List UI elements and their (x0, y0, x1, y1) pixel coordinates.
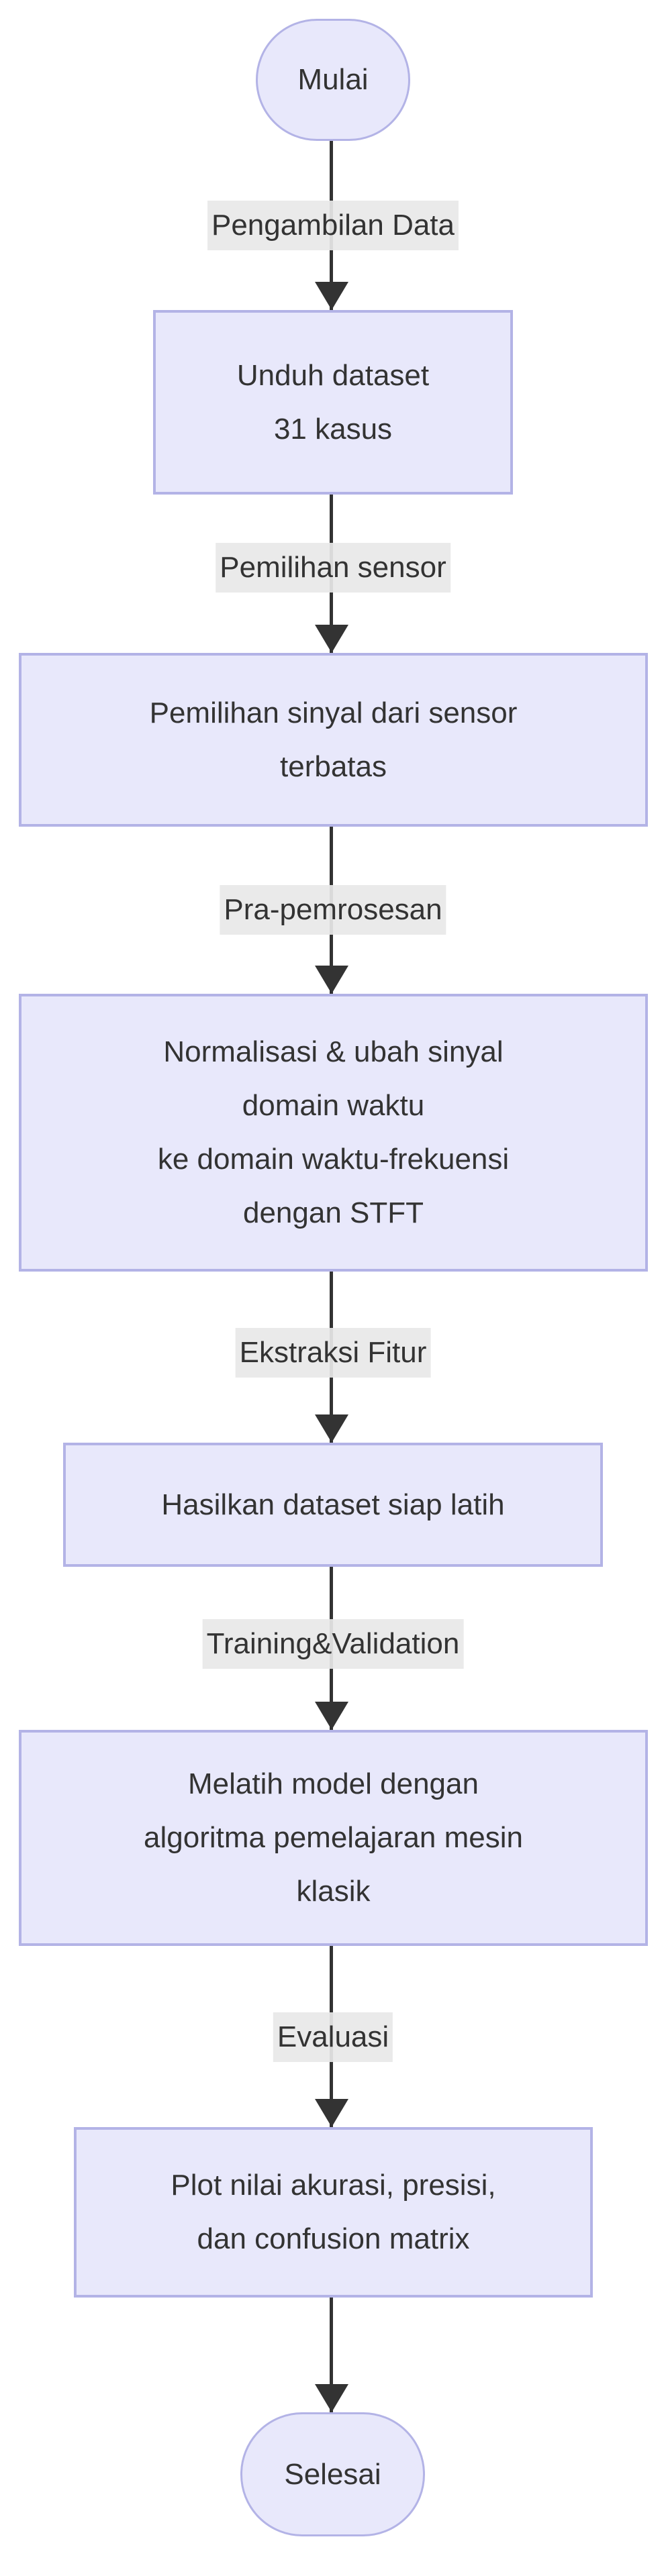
edge-line (330, 2298, 333, 2412)
edge-label-training-validation: Training&Validation (202, 1619, 464, 1669)
node-label-line: klasik (296, 1875, 371, 1908)
node-hasilkan-dataset: Hasilkan dataset siap latih (63, 1443, 603, 1567)
arrowhead-down-icon (314, 282, 348, 310)
edge-plot-to-end (314, 2298, 348, 2412)
node-label-line: Pemilihan sinyal dari sensor (149, 696, 518, 729)
edge-label-pengambilan-data: Pengambilan Data (207, 201, 459, 250)
node-label: Selesai (284, 2457, 381, 2491)
arrowhead-down-icon (314, 966, 348, 994)
node-label-line: algoritma pemelajaran mesin (144, 1821, 523, 1854)
arrowhead-down-icon (314, 2384, 348, 2412)
arrowhead-down-icon (314, 625, 348, 653)
node-label-line: Plot nilai akurasi, presisi, (171, 2169, 496, 2202)
arrowhead-down-icon (314, 1702, 348, 1730)
node-label-line: domain waktu (242, 1089, 425, 1122)
node-end-selesai: Selesai (240, 2412, 425, 2536)
node-label: Mulai (297, 63, 369, 96)
edge-label-ekstraksi-fitur: Ekstraksi Fitur (235, 1328, 431, 1378)
edge-label-evaluasi: Evaluasi (273, 2012, 393, 2062)
node-label-line: terbatas (280, 750, 387, 783)
arrowhead-down-icon (314, 2099, 348, 2127)
node-label-line: Unduh dataset (236, 358, 430, 392)
node-pemilihan-sinyal: Pemilihan sinyal dari sensor terbatas (19, 653, 648, 827)
node-label-line: ke domain waktu-frekuensi (157, 1143, 510, 1176)
node-label-line: dengan STFT (242, 1196, 424, 1229)
edge-label-pra-pemrosesan: Pra-pemrosesan (220, 885, 446, 935)
node-label-line: Normalisasi & ubah sinyal (163, 1035, 504, 1068)
node-melatih-model: Melatih model dengan algoritma pemelajar… (19, 1730, 648, 1946)
node-normalisasi-stft: Normalisasi & ubah sinyal domain waktu k… (19, 994, 648, 1272)
node-label-line: Hasilkan dataset siap latih (161, 1488, 505, 1521)
node-plot-hasil: Plot nilai akurasi, presisi, dan confusi… (74, 2127, 593, 2298)
node-label-line: Melatih model dengan (188, 1767, 479, 1800)
node-start-mulai: Mulai (256, 19, 410, 141)
node-label-line: 31 kasus (273, 412, 393, 446)
node-label-line: dan confusion matrix (197, 2222, 470, 2255)
arrowhead-down-icon (314, 1414, 348, 1443)
edge-label-pemilihan-sensor: Pemilihan sensor (216, 543, 450, 593)
node-unduh-dataset: Unduh dataset 31 kasus (153, 310, 513, 495)
